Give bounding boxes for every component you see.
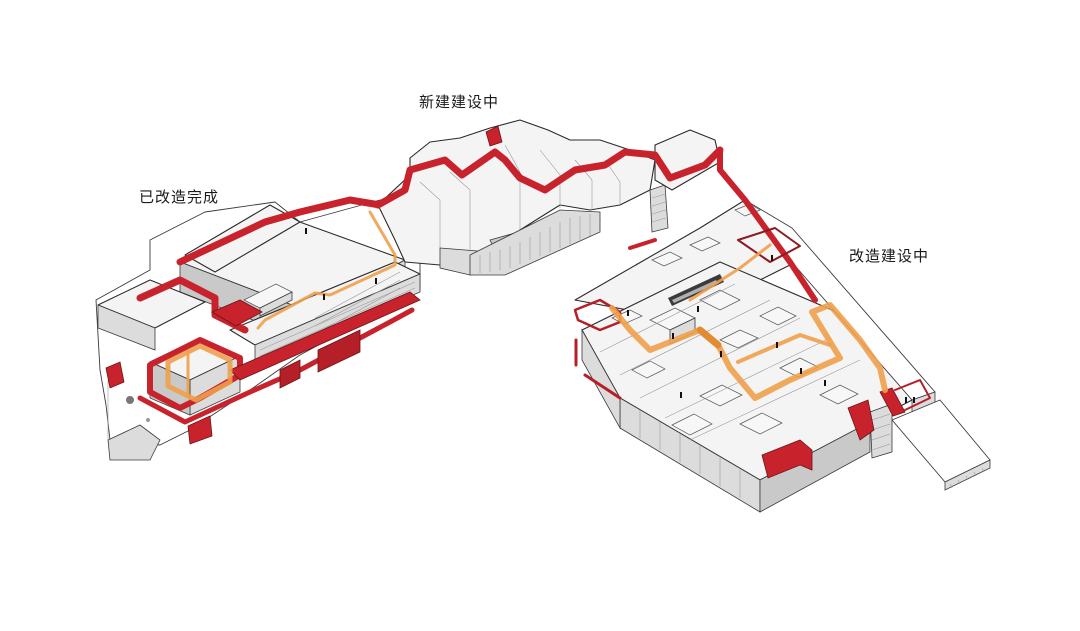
left-red-route xyxy=(105,196,421,445)
right-red-route xyxy=(573,147,931,479)
zone-label-new-construction: 新建建设中 xyxy=(419,93,500,111)
zone-label-completed: 已改造完成 xyxy=(139,188,220,206)
people-figures xyxy=(305,228,915,403)
zone-label-renovation: 改造建设中 xyxy=(849,247,930,265)
middle-red-route xyxy=(374,125,724,250)
right-orange-route xyxy=(609,243,888,401)
left-orange-route xyxy=(165,210,397,403)
middle-building-complex xyxy=(377,119,721,276)
